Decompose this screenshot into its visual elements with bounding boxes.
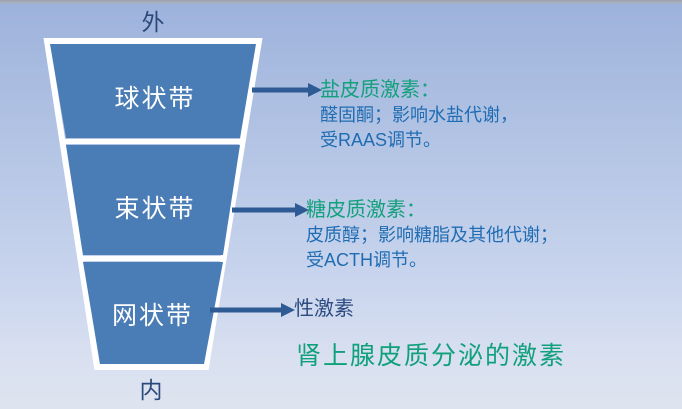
callout-heading-sex-hormone: 性激素: [294, 298, 354, 320]
callout-reticularis: 性激素: [294, 297, 354, 322]
diagram-caption: 肾上腺皮质分泌的激素: [296, 342, 567, 370]
arrow-glomerulosa: [252, 83, 322, 97]
arrow-reticularis: [210, 303, 295, 317]
callout-heading-glucocorticoid: 糖皮质激素：: [306, 199, 426, 221]
zone-band-reticularis: [83, 262, 223, 364]
inner-direction-label: 内: [139, 378, 163, 403]
top-border-strip: [0, 0, 682, 4]
arrow-fasciculata: [232, 203, 309, 217]
zone-label-fasciculata: 束状带: [114, 196, 196, 223]
zone-label-glomerulosa: 球状带: [114, 86, 196, 113]
callout-line: 皮质醇；影响糖脂及其他代谢；: [306, 225, 558, 245]
callout-heading-mineralocorticoid: 盐皮质激素：: [320, 79, 440, 101]
callout-fasciculata: 糖皮质激素： 皮质醇；影响糖脂及其他代谢； 受ACTH调节。: [306, 198, 558, 273]
zone-band-glomerulosa: [50, 44, 256, 138]
zone-label-reticularis: 网状带: [111, 303, 193, 330]
cortex-outline: [43, 38, 263, 370]
outer-direction-label: 外: [141, 10, 165, 35]
zone-band-fasciculata: [66, 145, 240, 255]
callout-line: 醛固酮；影响水盐代谢，: [320, 105, 518, 125]
callout-line: 受ACTH调节。: [306, 250, 427, 270]
callout-glomerulosa: 盐皮质激素： 醛固酮；影响水盐代谢， 受RAAS调节。: [320, 78, 518, 153]
callout-line: 受RAAS调节。: [320, 130, 442, 150]
